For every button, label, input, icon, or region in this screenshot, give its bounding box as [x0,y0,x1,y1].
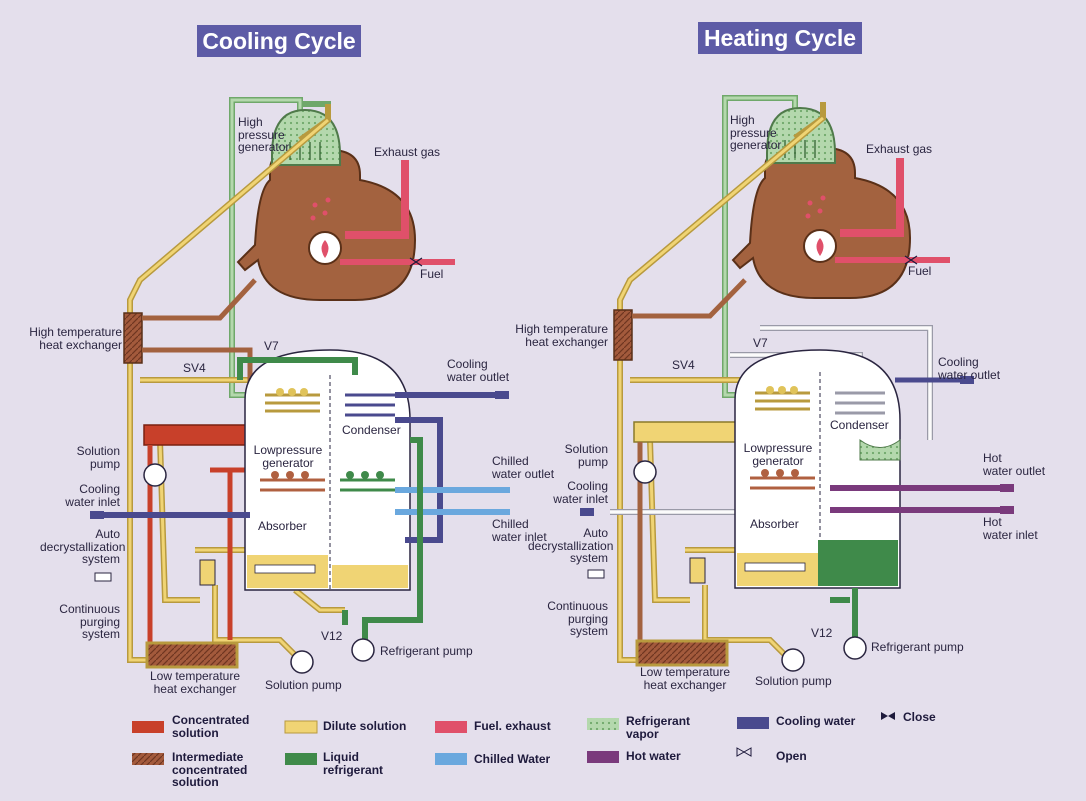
cooling-chw-inlet-label: Chilled water inlet [492,517,547,544]
heating-v12-label: V12 [811,626,833,640]
legend-swatch-cooling-water [737,717,769,729]
solution-pump-top [143,463,167,487]
heating-sol-pump2-label: Solution pump [755,674,832,688]
cooling-hpg-label: High pressure generator [238,115,290,154]
legend-chilled: Chilled Water [474,752,551,766]
cooling-sv4-label: SV4 [183,361,206,375]
legend-hot-water: Hot water [626,749,681,763]
heating-cw-inlet-label: Cooling water inlet [553,479,608,506]
heating-hw-outlet-label: Hot water outlet [983,451,1046,478]
heating-sv4-label: SV4 [672,358,695,372]
cooling-sol-pump2-label: Solution pump [265,678,342,692]
chilled-water-pipes [395,487,510,515]
legend-swatch-dilute [284,720,318,734]
heating-absorber-label: Absorber [750,517,799,531]
legend-open: Open [776,749,807,763]
heating-exhaust-label: Exhaust gas [866,142,933,156]
heating-auto-label: Auto decrystallization system [528,526,614,565]
heating-condenser-label: Condenser [830,418,889,432]
heating-lpg-label: Lowpressure generator [743,441,813,468]
cooling-fuel-label: Fuel [420,267,444,281]
heating-fuel-label: Fuel [908,264,932,278]
cooling-chw-outlet-label: Chilled water outlet [492,454,555,481]
cooling-cycle-title: Cooling Cycle [197,25,361,57]
legend-swatch-chilled [435,753,467,765]
legend-swatch-vapor [587,718,619,730]
legend-liquid-ref: Liquid refrigerant [323,750,384,777]
cooling-purge-label: Continuous purging system [59,602,120,641]
heating-hthe-label: High temperature heat exchanger [515,322,608,349]
legend-dilute: Dilute solution [323,719,407,733]
solution-pump-bottom [290,650,314,674]
cooling-cw-outlet-label: Cooling water outlet [447,357,510,384]
cooling-exhaust-label: Exhaust gas [374,145,441,159]
heating-hpg-label: High pressure generator [730,113,782,152]
cooling-v12-label: V12 [321,629,343,643]
heating-cycle-title: Heating Cycle [698,22,862,54]
low-temp-heat-exchanger [145,641,239,669]
cooling-lpg-label: Lowpressure generator [253,443,323,470]
legend-cooling-water: Cooling water [776,714,856,728]
main-shell [244,349,411,591]
heating-lthe-label: Low temperature heat exchanger [639,665,731,692]
cooling-cw-inlet-label: Cooling water inlet [65,482,120,509]
cooling-diagram [90,97,510,674]
heating-hw-inlet-label: Hot water inlet [983,515,1038,542]
exhaust-pipe [345,160,409,239]
legend-swatch-intermediate [132,753,164,765]
legend-swatch-liquid-ref [285,753,317,765]
heating-ref-pump-label: Refrigerant pump [871,640,964,654]
cooling-v7-label: V7 [264,339,279,353]
heating-purge-label: Continuous purging system [547,599,608,638]
close-valve-icon [881,712,895,720]
heating-sol-pump-label: Solution pump [564,442,608,469]
legend-fuel: Fuel. exhaust [474,719,551,733]
legend-swatch-fuel [435,721,467,733]
high-temp-heat-exchanger [123,312,143,364]
liquid-refrigerant-pipes [237,357,423,645]
cooling-sol-pump-label: Solution pump [76,444,120,471]
heating-diagram [580,95,1014,672]
cooling-auto-label: Auto decrystallization system [40,527,126,566]
open-valve-icon [736,747,752,757]
legend-swatch-concentrated [132,721,164,733]
legend-close: Close [903,710,936,724]
heating-cw-outlet-label: Cooling water outlet [938,355,1001,382]
legend-intermediate: Intermediate concentrated solution [172,750,248,789]
cooling-lthe-label: Low temperature heat exchanger [149,669,241,696]
cooling-absorber-label: Absorber [258,519,307,533]
cooling-condenser-label: Condenser [342,423,401,437]
legend-swatch-hot-water [587,751,619,763]
legend-swatches [132,712,895,765]
legend-concentrated: Concentrated solution [172,713,250,740]
legend-vapor: Refrigerant vapor [626,714,691,741]
refrigerant-pump [351,638,375,662]
cooling-ref-pump-label: Refrigerant pump [380,644,473,658]
heating-v7-label: V7 [753,336,768,350]
cooling-hthe-label: High temperature heat exchanger [29,325,122,352]
